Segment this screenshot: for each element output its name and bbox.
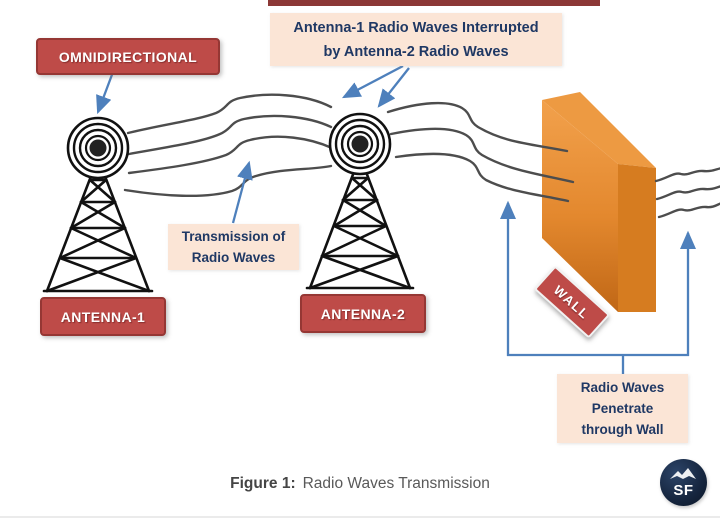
- penetrate-bracket: [499, 200, 697, 375]
- arrow-interrupted-right: [377, 67, 410, 108]
- top-red-strip: [268, 0, 600, 6]
- wall-side-face: [618, 164, 656, 312]
- transmission-label: Transmission of Radio Waves: [168, 224, 299, 270]
- wall-3d: [542, 92, 656, 312]
- figure-caption-number: Figure 1:: [230, 475, 296, 492]
- antenna-2-tower: [305, 154, 415, 290]
- open-book-icon: [670, 468, 696, 479]
- antenna-2-label: ANTENNA-2: [300, 294, 426, 333]
- wall-front-face: [542, 100, 618, 312]
- radio-waves-antenna2-wall: [386, 101, 575, 203]
- antenna-1-label: ANTENNA-1: [40, 297, 166, 336]
- interrupted-waves-label-line1: Antenna-1 Radio Waves Interrupted: [293, 19, 539, 36]
- wall-top-face: [542, 92, 656, 168]
- transmission-label-line1: Transmission of: [181, 229, 286, 244]
- pointer-arrows: [96, 64, 410, 224]
- bottom-divider: [0, 516, 720, 518]
- antenna-2-emitter-icon: [328, 112, 392, 176]
- penetrate-label-line2: Penetrate: [591, 401, 654, 416]
- interrupted-waves-label-line2: by Antenna-2 Radio Waves: [323, 43, 509, 60]
- penetrate-label-line1: Radio Waves: [580, 380, 665, 395]
- sf-logo: SF: [660, 459, 707, 506]
- penetrate-label: Radio Waves Penetrate through Wall: [557, 374, 688, 443]
- arrow-transmission: [231, 160, 253, 224]
- penetrate-label-line3: through Wall: [581, 422, 664, 437]
- radio-waves-exit-wall: [654, 167, 720, 219]
- sf-logo-text: SF: [673, 482, 694, 499]
- omnidirectional-label: OMNIDIRECTIONAL: [36, 38, 220, 75]
- transmission-label-line2: Radio Waves: [191, 250, 276, 265]
- figure-caption: Figure 1: Radio Waves Transmission: [0, 475, 720, 493]
- antenna-1-emitter-icon: [66, 116, 130, 180]
- arrow-interrupted-left: [341, 64, 404, 99]
- figure-caption-text: Radio Waves Transmission: [302, 475, 490, 492]
- arrow-omnidirectional: [96, 71, 115, 115]
- interrupted-waves-label: Antenna-1 Radio Waves Interrupted by Ant…: [270, 13, 562, 66]
- radio-waves-antenna1-antenna2: [123, 93, 334, 198]
- antenna-1-tower: [42, 156, 154, 293]
